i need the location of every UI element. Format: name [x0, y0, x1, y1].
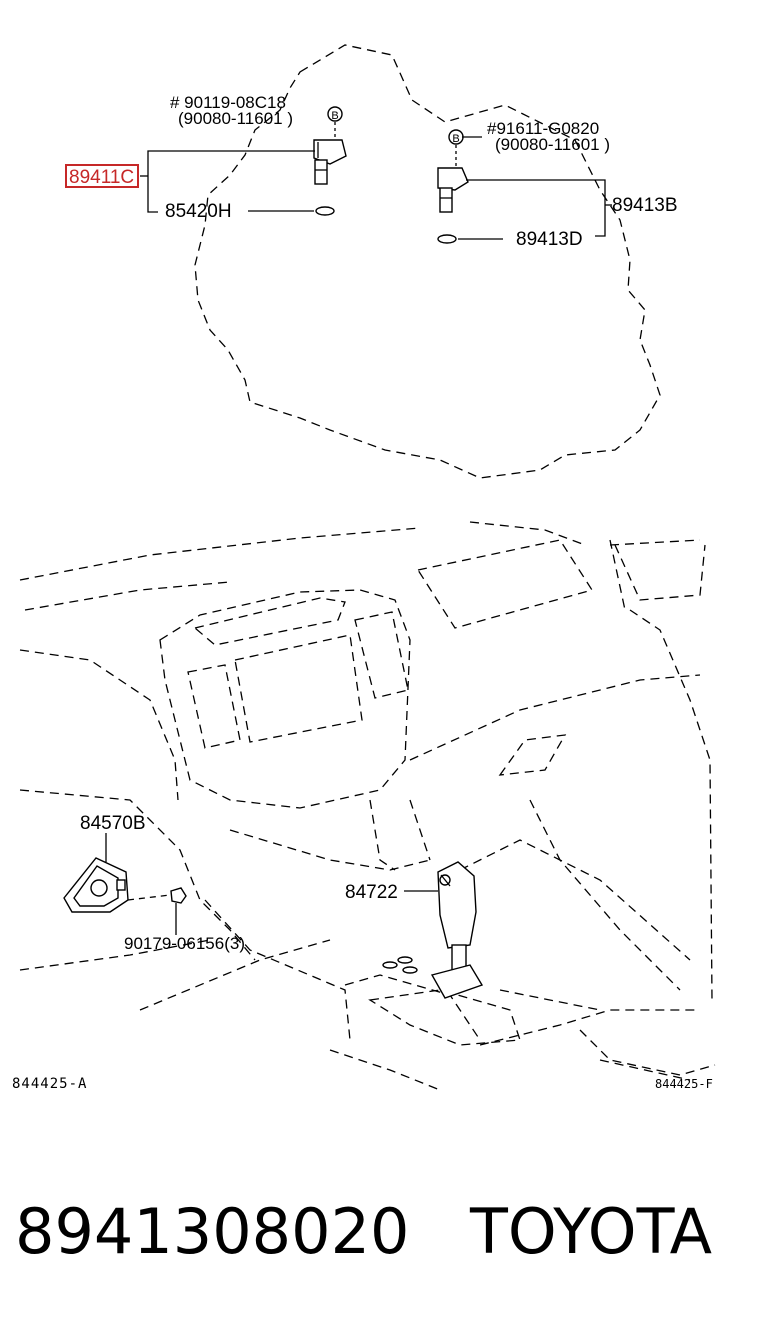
label-sensor-89411c[interactable]: 89411C	[69, 167, 134, 188]
sensor-89411c-drawing[interactable]	[313, 139, 347, 185]
screw-90179-drawing	[170, 887, 187, 904]
figure-ref-left: 844425-A	[12, 1076, 87, 1092]
highlight-box	[65, 164, 139, 188]
part-number: 8941308020	[15, 1195, 410, 1268]
bolt-marker-left: B	[327, 106, 343, 122]
shift-knob-drawing	[382, 861, 484, 999]
bolt-marker-right: B	[448, 129, 464, 145]
label-oring-89413d: 89413D	[516, 229, 583, 250]
label-sensor-89413b: 89413B	[612, 195, 678, 216]
oring-85420h-drawing	[315, 206, 335, 216]
label-bolt-90119: # 90119-08C18	[170, 93, 286, 112]
brand-name: TOYOTA	[470, 1195, 713, 1268]
label-bolt-90080-left: (90080-11601 )	[178, 109, 293, 128]
label-bolt-90080-right: (90080-11601 )	[495, 135, 610, 154]
bolt-marker-left-letter: B	[331, 110, 338, 122]
sensor-89413b-drawing	[437, 167, 469, 213]
transmission-outline	[194, 44, 661, 479]
label-oring-85420h: 85420H	[165, 201, 232, 222]
figure-ref-right: 844425-F	[655, 1077, 713, 1091]
bolt-marker-right-letter: B	[452, 133, 459, 145]
switch-84570b-drawing	[63, 857, 129, 913]
footer: 8941308020 TOYOTA	[0, 1192, 760, 1272]
label-bolt-91611: #91611-G0820	[487, 119, 599, 138]
label-shift-knob-84722: 84722	[345, 882, 398, 903]
label-screw-90179: 90179-06156(3)	[124, 934, 245, 953]
label-switch-84570b: 84570B	[80, 813, 146, 834]
oring-89413d-drawing	[437, 234, 457, 244]
dashboard-outline	[19, 521, 716, 1091]
